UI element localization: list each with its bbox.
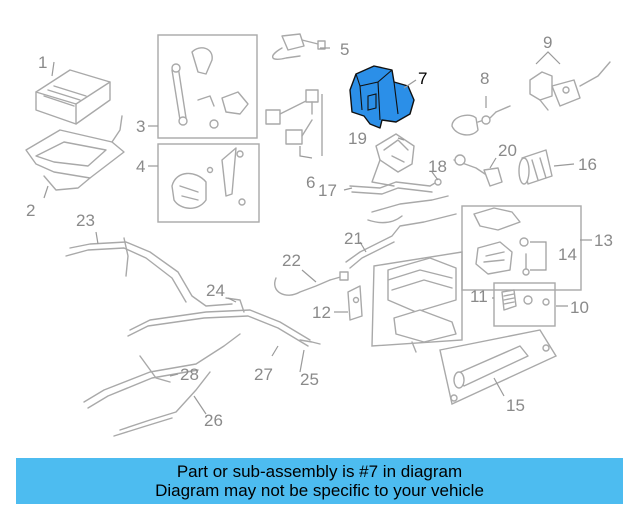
part-9-pump xyxy=(529,61,611,111)
callout-26: 26 xyxy=(204,411,223,430)
callout-23: 23 xyxy=(76,211,95,230)
callout-27: 27 xyxy=(254,365,273,384)
part-16-cylinder xyxy=(518,149,553,185)
callout-13: 13 xyxy=(594,231,613,250)
callout-21: 21 xyxy=(344,229,363,248)
part-20-valve xyxy=(453,154,503,187)
callout-8: 8 xyxy=(480,69,489,88)
group-box-10 xyxy=(493,282,556,327)
part-8-switch xyxy=(451,105,511,136)
callout-4: 4 xyxy=(136,157,145,176)
part-12-bracket xyxy=(347,285,363,321)
callout-25: 25 xyxy=(300,370,319,389)
part-17-18-21-lines xyxy=(345,178,457,269)
part-3-level-sensor xyxy=(171,47,249,129)
part-19-bracket xyxy=(371,133,415,187)
callout-28: 28 xyxy=(180,365,199,384)
group-box-4 xyxy=(157,143,260,223)
part-15-reservoir xyxy=(450,344,550,402)
callout-6: 6 xyxy=(306,173,315,192)
group-box-15 xyxy=(439,329,558,405)
callout-9: 9 xyxy=(543,33,552,52)
callout-16: 16 xyxy=(578,155,597,174)
part-2-bracket xyxy=(25,115,125,191)
callout-15: 15 xyxy=(506,396,525,415)
callout-22: 22 xyxy=(282,251,301,270)
callout-11: 11 xyxy=(470,287,488,306)
part-1-control-module xyxy=(35,69,111,125)
part-7-highlighted xyxy=(349,65,415,129)
callout-12: 12 xyxy=(312,303,331,322)
callout-5: 5 xyxy=(340,40,349,59)
part-compressor xyxy=(387,257,457,353)
group-box-3 xyxy=(157,34,258,139)
callout-1: 1 xyxy=(38,53,47,72)
group-box-13 xyxy=(461,205,582,291)
callout-leaders xyxy=(43,47,592,415)
part-22-harness xyxy=(274,271,349,296)
part-10-11-fittings xyxy=(501,289,550,311)
callout-3: 3 xyxy=(136,117,145,136)
callout-20: 20 xyxy=(498,141,517,160)
callout-7: 7 xyxy=(418,69,427,88)
banner-line-part: Part or sub-assembly is #7 in diagram xyxy=(176,462,463,481)
callout-14: 14 xyxy=(558,245,577,264)
banner-line-disclaimer: Diagram may not be specific to your vehi… xyxy=(155,481,484,500)
parts-diagram: 1 2 3 4 5 6 7 8 9 10 11 12 13 14 15 16 1… xyxy=(25,33,613,437)
disclaimer-banner: Part or sub-assembly is #7 in diagram Di… xyxy=(16,458,623,504)
callout-17: 17 xyxy=(318,181,337,200)
callout-18: 18 xyxy=(428,157,447,176)
callout-19: 19 xyxy=(348,129,367,148)
callout-10: 10 xyxy=(570,298,589,317)
callout-2: 2 xyxy=(26,201,35,220)
callout-24: 24 xyxy=(206,281,225,300)
part-6-harness xyxy=(265,89,323,159)
part-4-sensor-assembly xyxy=(171,147,246,209)
part-5-sensor xyxy=(272,33,326,60)
group-box-compressor xyxy=(371,251,463,347)
part-14-valve-block xyxy=(473,207,547,276)
